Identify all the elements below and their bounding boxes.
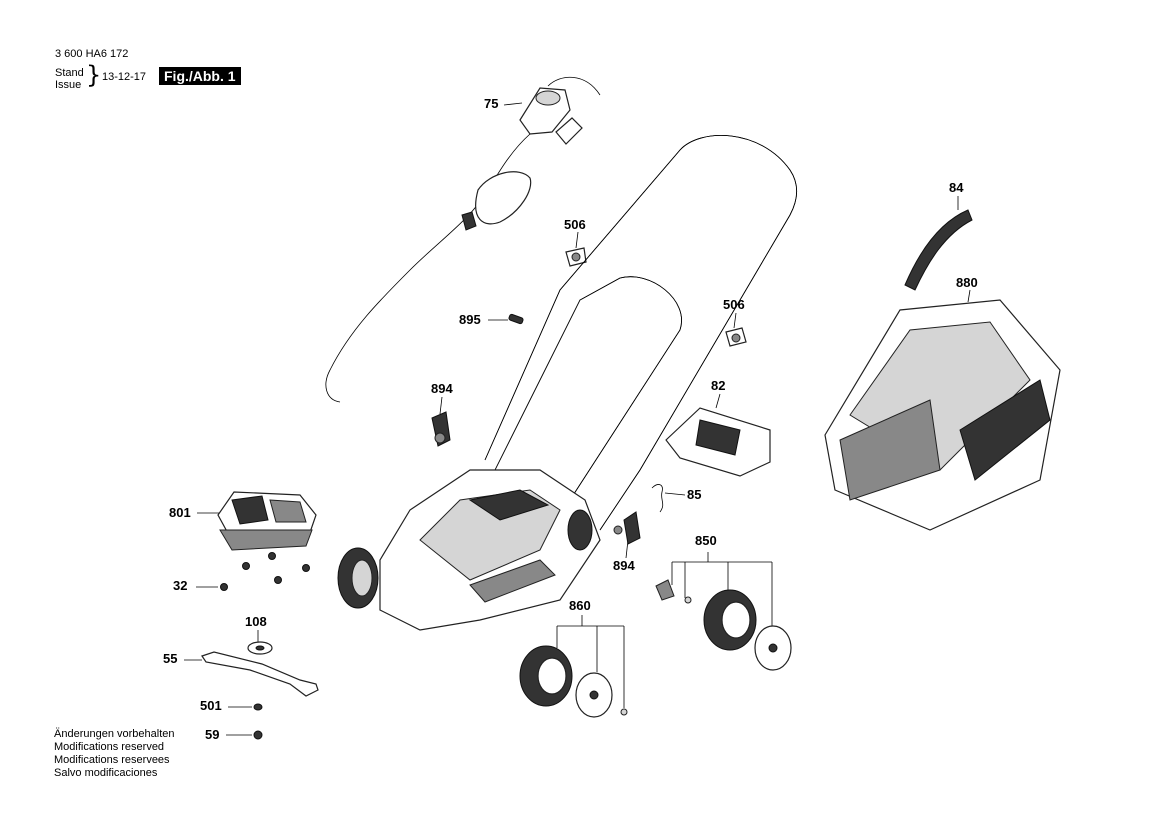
label-501: 501 bbox=[200, 698, 222, 713]
label-506-upper: 506 bbox=[564, 217, 586, 232]
label-84: 84 bbox=[949, 180, 964, 195]
label-894-upper: 894 bbox=[431, 381, 453, 396]
label-894-lower: 894 bbox=[613, 558, 635, 573]
pin-part-895 bbox=[508, 313, 524, 325]
knob-part-506-lower bbox=[725, 327, 747, 347]
mower-deck bbox=[337, 469, 601, 631]
issue-date: 13-12-17 bbox=[102, 71, 147, 83]
label-801: 801 bbox=[169, 505, 191, 520]
label-75: 75 bbox=[484, 96, 499, 111]
note-es: Salvo modificaciones bbox=[54, 767, 158, 779]
label-880: 880 bbox=[956, 275, 978, 290]
motor-part-801 bbox=[217, 491, 317, 551]
label-85: 85 bbox=[687, 487, 702, 502]
modification-notes: Änderungen vorbehalten Modifications res… bbox=[54, 728, 174, 780]
screw-part-59 bbox=[253, 730, 263, 740]
label-895: 895 bbox=[459, 312, 481, 327]
label-850: 850 bbox=[695, 533, 717, 548]
front-wheel-part-860 bbox=[519, 645, 628, 718]
issue-label: Issue bbox=[55, 79, 82, 91]
note-fr: Modifications reservees bbox=[54, 754, 170, 766]
label-59: 59 bbox=[205, 727, 220, 742]
switch-box-part-75 bbox=[325, 76, 601, 403]
stand-label: Stand bbox=[55, 67, 84, 79]
spring-part-85 bbox=[651, 484, 664, 513]
grassbox-handle-part-84 bbox=[904, 209, 973, 291]
label-108: 108 bbox=[245, 614, 267, 629]
mulch-plug-part-82 bbox=[665, 407, 771, 477]
note-en: Modifications reserved bbox=[54, 741, 165, 753]
blade-part-55 bbox=[201, 651, 319, 697]
figure-label: Fig./Abb. 1 bbox=[159, 67, 241, 85]
brace-icon: } bbox=[86, 61, 102, 89]
rear-wheel-part-850 bbox=[655, 579, 792, 671]
label-82: 82 bbox=[711, 378, 726, 393]
label-506-lower: 506 bbox=[723, 297, 745, 312]
clamp-lever-part-894-right bbox=[613, 511, 641, 545]
grass-box-part-880 bbox=[824, 299, 1061, 531]
note-de: Änderungen vorbehalten bbox=[54, 728, 175, 740]
clamp-lever-part-894-left bbox=[431, 411, 451, 447]
leader-lines bbox=[184, 102, 971, 736]
knob-part-506-upper bbox=[565, 247, 587, 267]
part-number: 3 600 HA6 172 bbox=[55, 48, 129, 60]
washer-part-108 bbox=[247, 641, 273, 655]
label-32: 32 bbox=[173, 578, 188, 593]
label-55: 55 bbox=[163, 651, 178, 666]
label-860: 860 bbox=[569, 598, 591, 613]
washer-part-501 bbox=[253, 703, 263, 711]
screws-part-32 bbox=[220, 552, 310, 591]
handle-assembly bbox=[484, 135, 798, 531]
stand-issue-label: Stand Issue bbox=[55, 67, 84, 91]
